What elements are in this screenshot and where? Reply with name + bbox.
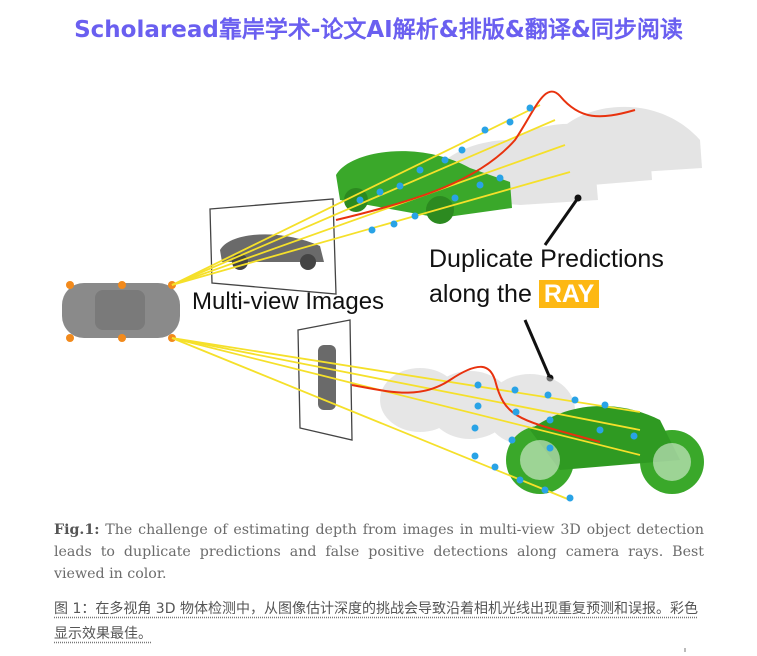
camera-rays-lower: [171, 337, 641, 501]
depth-distribution-curve-lower: [351, 365, 601, 443]
image-plane-car: [209, 198, 337, 295]
caption-text: The challenge of estimating depth from i…: [54, 522, 704, 582]
callout-pointer-upper: [543, 197, 580, 246]
along-the-text: along the: [429, 280, 532, 308]
caption-translation[interactable]: 图 1：在多视角 3D 物体检测中，从图像估计深度的挑战会导致沿着相机光线出现重…: [54, 597, 704, 647]
multi-view-images-label: Multi-view Images: [192, 288, 385, 315]
callout-pointer-lower: [523, 319, 552, 379]
figure-illustration: [62, 90, 704, 502]
ray-sample-points-lower: [471, 381, 638, 502]
ray-sample-points-upper: [356, 104, 534, 234]
figure-label: Fig.1:: [54, 522, 100, 538]
ego-vehicle: [62, 281, 180, 342]
ray-badge: RAY: [538, 280, 600, 308]
page-marker: [684, 648, 686, 652]
scholaread-banner-title[interactable]: Scholaread靠岸学术-论文AI解析&排版&翻译&同步阅读: [74, 17, 683, 43]
figure-caption: Fig.1: The challenge of estimating depth…: [54, 519, 704, 585]
duplicate-predictions-label: Duplicate Predictions: [429, 245, 664, 273]
image-plane-motorcycle: [297, 319, 353, 441]
ghost-car-predictions: [440, 106, 702, 205]
depth-distribution-curve-upper: [335, 90, 636, 221]
translation-text[interactable]: 图 1：在多视角 3D 物体检测中，从图像估计深度的挑战会导致沿着相机光线出现重…: [54, 601, 698, 642]
predicted-motorcycle-green: [506, 406, 704, 494]
along-the-ray-label: along the RAY: [429, 280, 600, 309]
